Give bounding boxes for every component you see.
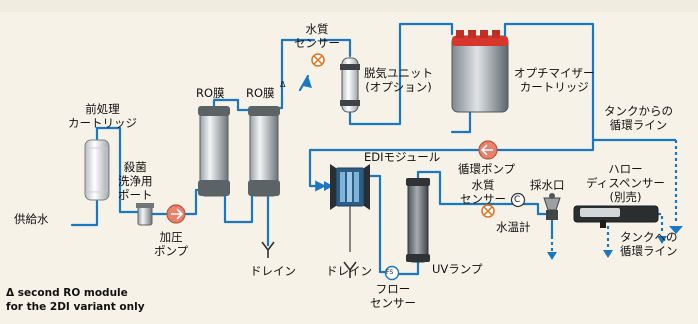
return-from-tank-label: タンクからの 循環ライン — [604, 104, 673, 132]
pipe-opt-right — [503, 22, 595, 142]
pipe-uv-top — [416, 170, 508, 206]
optimizer-label-line2: カートリッジ — [519, 80, 589, 94]
ro-membrane-1-label: RO膜 — [196, 86, 225, 100]
pressure-pump-label: 加圧 ポンプ — [154, 230, 188, 258]
arrowheads — [303, 76, 683, 260]
feed-water-label: 供給水 — [14, 212, 49, 226]
arrow-ro2 — [303, 76, 312, 88]
footnote: Δ second RO module for the 2DI variant o… — [6, 286, 145, 314]
drain-1-symbol — [261, 241, 275, 258]
dispenser-label-line2: ディスペンサー — [586, 176, 665, 190]
degas-unit — [340, 57, 360, 113]
edi-module — [330, 164, 370, 252]
pretreatment-label-line2: カートリッジ — [68, 116, 137, 130]
ro-membrane-2 — [248, 106, 280, 197]
drains — [261, 196, 357, 278]
pipe-ro2-up — [266, 38, 316, 110]
arrow-edi-in — [324, 181, 333, 191]
arrow-to-tank-down — [657, 236, 667, 244]
arrow-dispenser-down — [603, 250, 613, 258]
pipe-feed — [70, 198, 99, 227]
sterilization-port-label: 殺菌 洗浄用 ポート — [118, 160, 153, 202]
dashed-lines — [550, 138, 678, 252]
ro-membrane-2-mark: Δ — [280, 80, 286, 89]
flow-sensor-label: フロー センサー — [370, 282, 416, 310]
drain-2-label: ドレイン — [326, 264, 372, 278]
footnote-line1: Δ second RO module — [6, 287, 128, 299]
dispenser-label-line1: ハロー — [608, 162, 643, 176]
return-tank-line2: 循環ライン — [609, 118, 668, 132]
top-band — [0, 0, 698, 12]
degas-unit-label: 脱気ユニット (オプション) — [364, 66, 433, 94]
quality-sensor-2-line1: 水質 — [471, 178, 495, 192]
degas-label-line2: (オプション) — [365, 80, 432, 94]
drain-1-label: ドレイン — [250, 264, 296, 278]
optimizer-cartridge — [451, 30, 509, 113]
pipe-sensor-degas — [320, 38, 352, 58]
quality-sensor-1-symbol — [311, 53, 325, 67]
pipe-ro1-ro2 — [212, 98, 250, 112]
pretreatment-label: 前処理 カートリッジ — [68, 102, 137, 130]
uv-lamp-label: UVランプ — [432, 262, 483, 276]
degas-label-line1: 脱気ユニット — [364, 66, 433, 80]
to-tank-label: タンクへの 循環ライン — [620, 230, 678, 258]
sterilization-label-line3: ポート — [118, 188, 153, 202]
dispenser — [573, 205, 659, 228]
quality-sensor-1-label: 水質 センサー — [294, 22, 340, 50]
ro-membrane-1 — [198, 106, 230, 197]
arrow-tank-down — [669, 226, 683, 234]
circulation-pump-label: 循環ポンプ — [458, 162, 516, 176]
pipe-circ-left — [308, 148, 480, 192]
dispenser-label-line3: (別売) — [609, 190, 642, 204]
uv-lamp — [406, 178, 430, 263]
quality-sensor-2-label: 水質 センサー — [460, 178, 506, 206]
return-tank-line1: タンクからの — [604, 104, 673, 118]
temp-meter-label: 水温計 — [496, 220, 531, 234]
pipe-fs-uv — [396, 260, 420, 276]
to-tank-line1: タンクへの — [620, 230, 678, 244]
circulation-pump — [478, 140, 498, 160]
temp-meter-symbol-text: C — [514, 195, 521, 205]
pressure-pump-label-line2: ポンプ — [154, 244, 189, 258]
pipe-degas-opt — [348, 22, 454, 126]
dispenser-label: ハロー ディスペンサー (別売) — [586, 162, 665, 204]
pressure-pump-label-line1: 加圧 — [159, 230, 183, 244]
sterilization-label-line1: 殺菌 — [123, 160, 147, 174]
sterilization-port — [136, 203, 154, 226]
pretreatment-label-line1: 前処理 — [85, 102, 120, 116]
pressure-pump — [166, 204, 186, 224]
edi-module-label: EDIモジュール — [364, 150, 441, 164]
ro-membrane-2-label: RO膜 — [246, 86, 275, 100]
sampling-port — [543, 193, 561, 220]
quality-sensor-1-line1: 水質 — [305, 22, 329, 36]
footnote-line2: for the 2DI variant only — [6, 301, 145, 313]
pipe-opt-bottom — [450, 110, 472, 134]
pretreatment-cartridge — [84, 139, 110, 201]
quality-sensor-2-line2: センサー — [460, 192, 506, 206]
sampling-port-label: 採水口 — [530, 178, 565, 192]
sterilization-label-line2: 洗浄用 — [118, 174, 153, 188]
drain-2-symbol — [343, 261, 357, 278]
optimizer-label-line1: オプチマイザー — [514, 66, 595, 80]
temp-meter-symbol — [510, 192, 526, 208]
quality-sensor-2-symbol — [481, 204, 495, 218]
pipe-ro2-arrow — [298, 74, 310, 92]
flow-sensor-symbol-text: FS — [386, 269, 394, 276]
quality-sensor-1-line2: センサー — [294, 36, 340, 50]
arrow-sampling-down — [547, 252, 557, 260]
optimizer-label: オプチマイザー カートリッジ — [514, 66, 595, 94]
to-tank-line2: 循環ライン — [620, 244, 678, 258]
pipe-circ-right — [496, 138, 595, 152]
flow-sensor-symbol — [384, 265, 400, 281]
flow-sensor-line2: センサー — [370, 296, 416, 310]
pipe-ro1-bottom — [223, 192, 254, 224]
flow-sensor-line1: フロー — [375, 282, 411, 296]
